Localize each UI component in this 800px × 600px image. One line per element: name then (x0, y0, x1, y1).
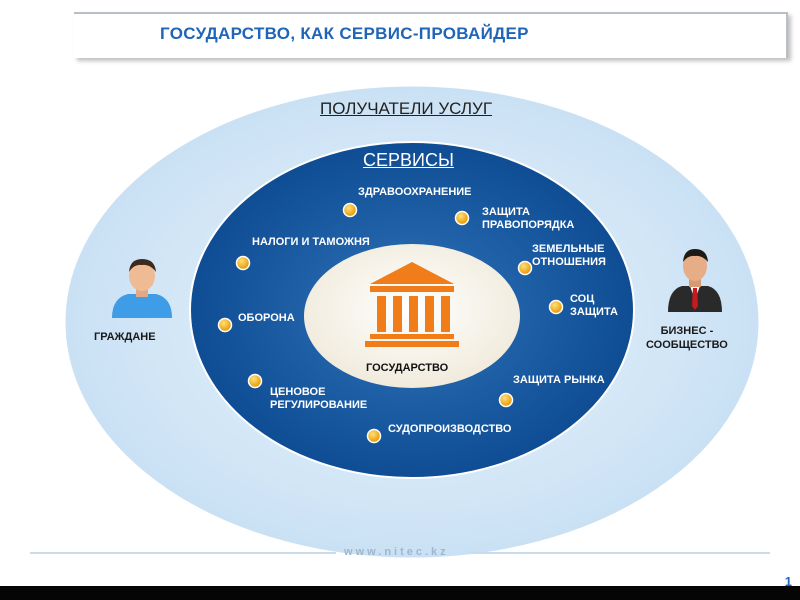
government-building-icon (365, 262, 459, 347)
service-justice: СУДОПРОИЗВОДСТВО (388, 423, 512, 435)
service-social: СОЦ ЗАЩИТА (570, 293, 618, 319)
bullet-healthcare (342, 202, 358, 218)
service-law-order-line2: ПРАВОПОРЯДКА (482, 219, 575, 231)
bullet-law-order (454, 210, 470, 226)
center-label: ГОСУДАРСТВО (366, 362, 449, 374)
bullet-taxes (235, 255, 251, 271)
service-defense: ОБОРОНА (238, 312, 295, 324)
citizen-person-icon (112, 259, 172, 318)
bullet-social (548, 299, 564, 315)
citizens-label: ГРАЖДАНЕ (94, 331, 156, 343)
service-market: ЗАЩИТА РЫНКА (513, 374, 605, 386)
services-ring-title: СЕРВИСЫ (363, 150, 454, 170)
service-price-line1: ЦЕНОВОЕ (270, 386, 326, 398)
business-label-line1: БИЗНЕС - (660, 325, 714, 337)
service-law-order-line1: ЗАЩИТА (482, 206, 530, 218)
bullet-market (498, 392, 514, 408)
service-price: ЦЕНОВОЕ РЕГУЛИРОВАНИЕ (270, 386, 367, 412)
bullet-defense (217, 317, 233, 333)
outer-ring-title: ПОЛУЧАТЕЛИ УСЛУГ (320, 99, 493, 118)
page-title: ГОСУДАРСТВО, КАК СЕРВИС-ПРОВАЙДЕР (160, 24, 529, 43)
service-taxes: НАЛОГИ И ТАМОЖНЯ (252, 236, 370, 248)
service-land-line2: ОТНОШЕНИЯ (532, 256, 606, 268)
page-number: 1 (784, 574, 792, 589)
service-price-line2: РЕГУЛИРОВАНИЕ (270, 399, 368, 411)
business-label-line2: СООБЩЕСТВО (646, 339, 728, 351)
footer-url: www.nitec.kz (344, 546, 449, 558)
service-social-line1: СОЦ (570, 293, 595, 305)
service-land: ЗЕМЕЛЬНЫЕ ОТНОШЕНИЯ (532, 243, 606, 269)
service-land-line1: ЗЕМЕЛЬНЫЕ (532, 243, 605, 255)
bullet-price (247, 373, 263, 389)
service-healthcare: ЗДРАВООХРАНЕНИЕ (358, 186, 472, 198)
bullet-land (517, 260, 533, 276)
businessman-icon (668, 249, 722, 312)
bullet-justice (366, 428, 382, 444)
business-label: БИЗНЕС - СООБЩЕСТВО (646, 324, 728, 352)
title-frame (74, 12, 788, 58)
footer-bar (0, 586, 800, 600)
service-law-order: ЗАЩИТА ПРАВОПОРЯДКА (482, 206, 574, 232)
service-social-line2: ЗАЩИТА (570, 306, 618, 318)
service-bullets (217, 202, 564, 444)
